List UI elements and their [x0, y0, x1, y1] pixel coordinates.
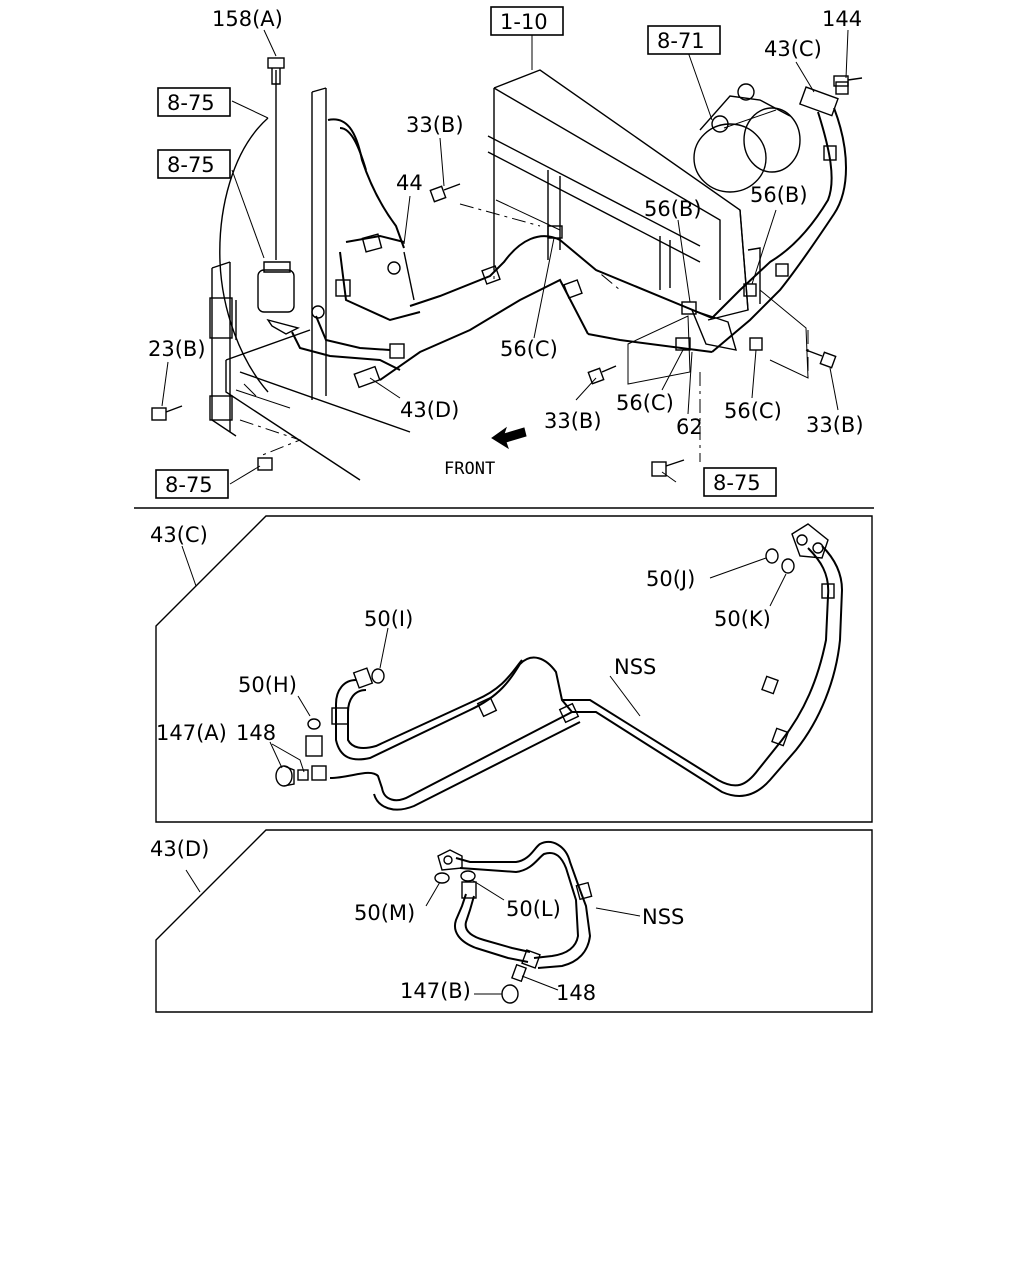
compressor [693, 83, 801, 193]
callout-50i: 50(I) [364, 607, 413, 631]
ref-box-8-75-a [157, 87, 231, 117]
cap-147a [275, 765, 295, 787]
callout-nss-b: NSS [642, 905, 684, 929]
receiver-drier [257, 70, 300, 335]
ref-box-8-75-d [703, 467, 777, 497]
callout-56c-b: 56(C) [616, 391, 674, 415]
callout-23b: 23(B) [148, 337, 206, 361]
service-valve-148b [511, 963, 527, 983]
callout-50k: 50(K) [714, 607, 771, 631]
bolts-33b [429, 183, 837, 385]
cap-147b [501, 984, 519, 1004]
ref-box-8-71 [647, 25, 721, 55]
callout-50j: 50(J) [646, 567, 695, 591]
callout-33b-c: 33(B) [806, 413, 864, 437]
ref-8-71: 8-71 [657, 29, 705, 53]
o-ring-50k [781, 558, 795, 574]
callout-50h: 50(H) [238, 673, 297, 697]
callout-33b-a: 33(B) [406, 113, 464, 137]
detail-43c-fitting [791, 523, 829, 559]
ref-box-8-75-c [155, 469, 229, 499]
top-assembly-view: 158(A) 1-10 8-71 144 43(C) 8-75 8-75 33(… [148, 6, 864, 499]
front-arrow-icon [491, 426, 527, 450]
o-ring-50j [765, 548, 779, 564]
callout-56b-a: 56(B) [644, 197, 702, 221]
leader-lines-top [161, 29, 849, 485]
ref-8-75-d: 8-75 [713, 471, 761, 495]
nuts-8-75 [257, 457, 685, 477]
detail-43c-frame [155, 515, 873, 823]
callout-147a: 147(A) [156, 721, 227, 745]
ref-box-8-75-b [157, 149, 231, 179]
callout-44: 44 [396, 171, 423, 195]
callout-43d-top: 43(D) [400, 398, 459, 422]
bolt-23b [151, 405, 183, 421]
service-valve-148a [297, 735, 327, 781]
ref-8-75-b: 8-75 [167, 153, 215, 177]
callout-62: 62 [676, 415, 703, 439]
callout-148-a: 148 [236, 721, 276, 745]
callout-56c-a: 56(C) [500, 337, 558, 361]
callout-147b: 147(B) [400, 979, 471, 1003]
detail-43d-fitting [437, 849, 477, 899]
callout-43c-top: 43(C) [764, 37, 822, 61]
detail-43d-pipes [454, 841, 593, 969]
bolt-144 [835, 81, 849, 95]
callout-148-b: 148 [556, 981, 596, 1005]
callout-144: 144 [822, 7, 862, 31]
bolt-158a [267, 57, 285, 85]
center-lines [239, 203, 809, 462]
ref-8-75-a: 8-75 [167, 91, 215, 115]
detail-43d: 43(D) 50(M) 50(L) NSS 147(B) 148 [150, 829, 873, 1013]
o-ring-50i [371, 668, 385, 684]
callout-nss-a: NSS [614, 655, 656, 679]
ref-8-75-c: 8-75 [165, 473, 213, 497]
front-label: FRONT [444, 459, 495, 479]
callout-158a: 158(A) [212, 7, 283, 31]
callout-50m: 50(M) [354, 901, 415, 925]
fitting-block-top [798, 75, 863, 117]
callout-43c-box: 43(C) [150, 523, 208, 547]
hoses-condenser-side [291, 118, 421, 389]
detail-43c-pipes [329, 545, 844, 811]
callout-56c-c: 56(C) [724, 399, 782, 423]
condenser-drawing [209, 87, 411, 481]
callout-56b-b: 56(B) [750, 183, 808, 207]
o-ring-50h [307, 718, 321, 730]
detail-43c: 43(C) 50(J) 50(K) 50(I) NSS 50(H) 147(A)… [150, 515, 873, 823]
o-ring-50m [434, 872, 450, 884]
callout-50l: 50(L) [506, 897, 561, 921]
ref-1-10: 1-10 [500, 10, 548, 34]
hose-43c-top [379, 107, 847, 381]
detail-43d-frame [155, 829, 873, 1013]
callout-33b-b: 33(B) [544, 409, 602, 433]
callout-43d-box: 43(D) [150, 837, 209, 861]
o-ring-50l [460, 870, 476, 882]
ref-box-1-10 [490, 6, 564, 36]
